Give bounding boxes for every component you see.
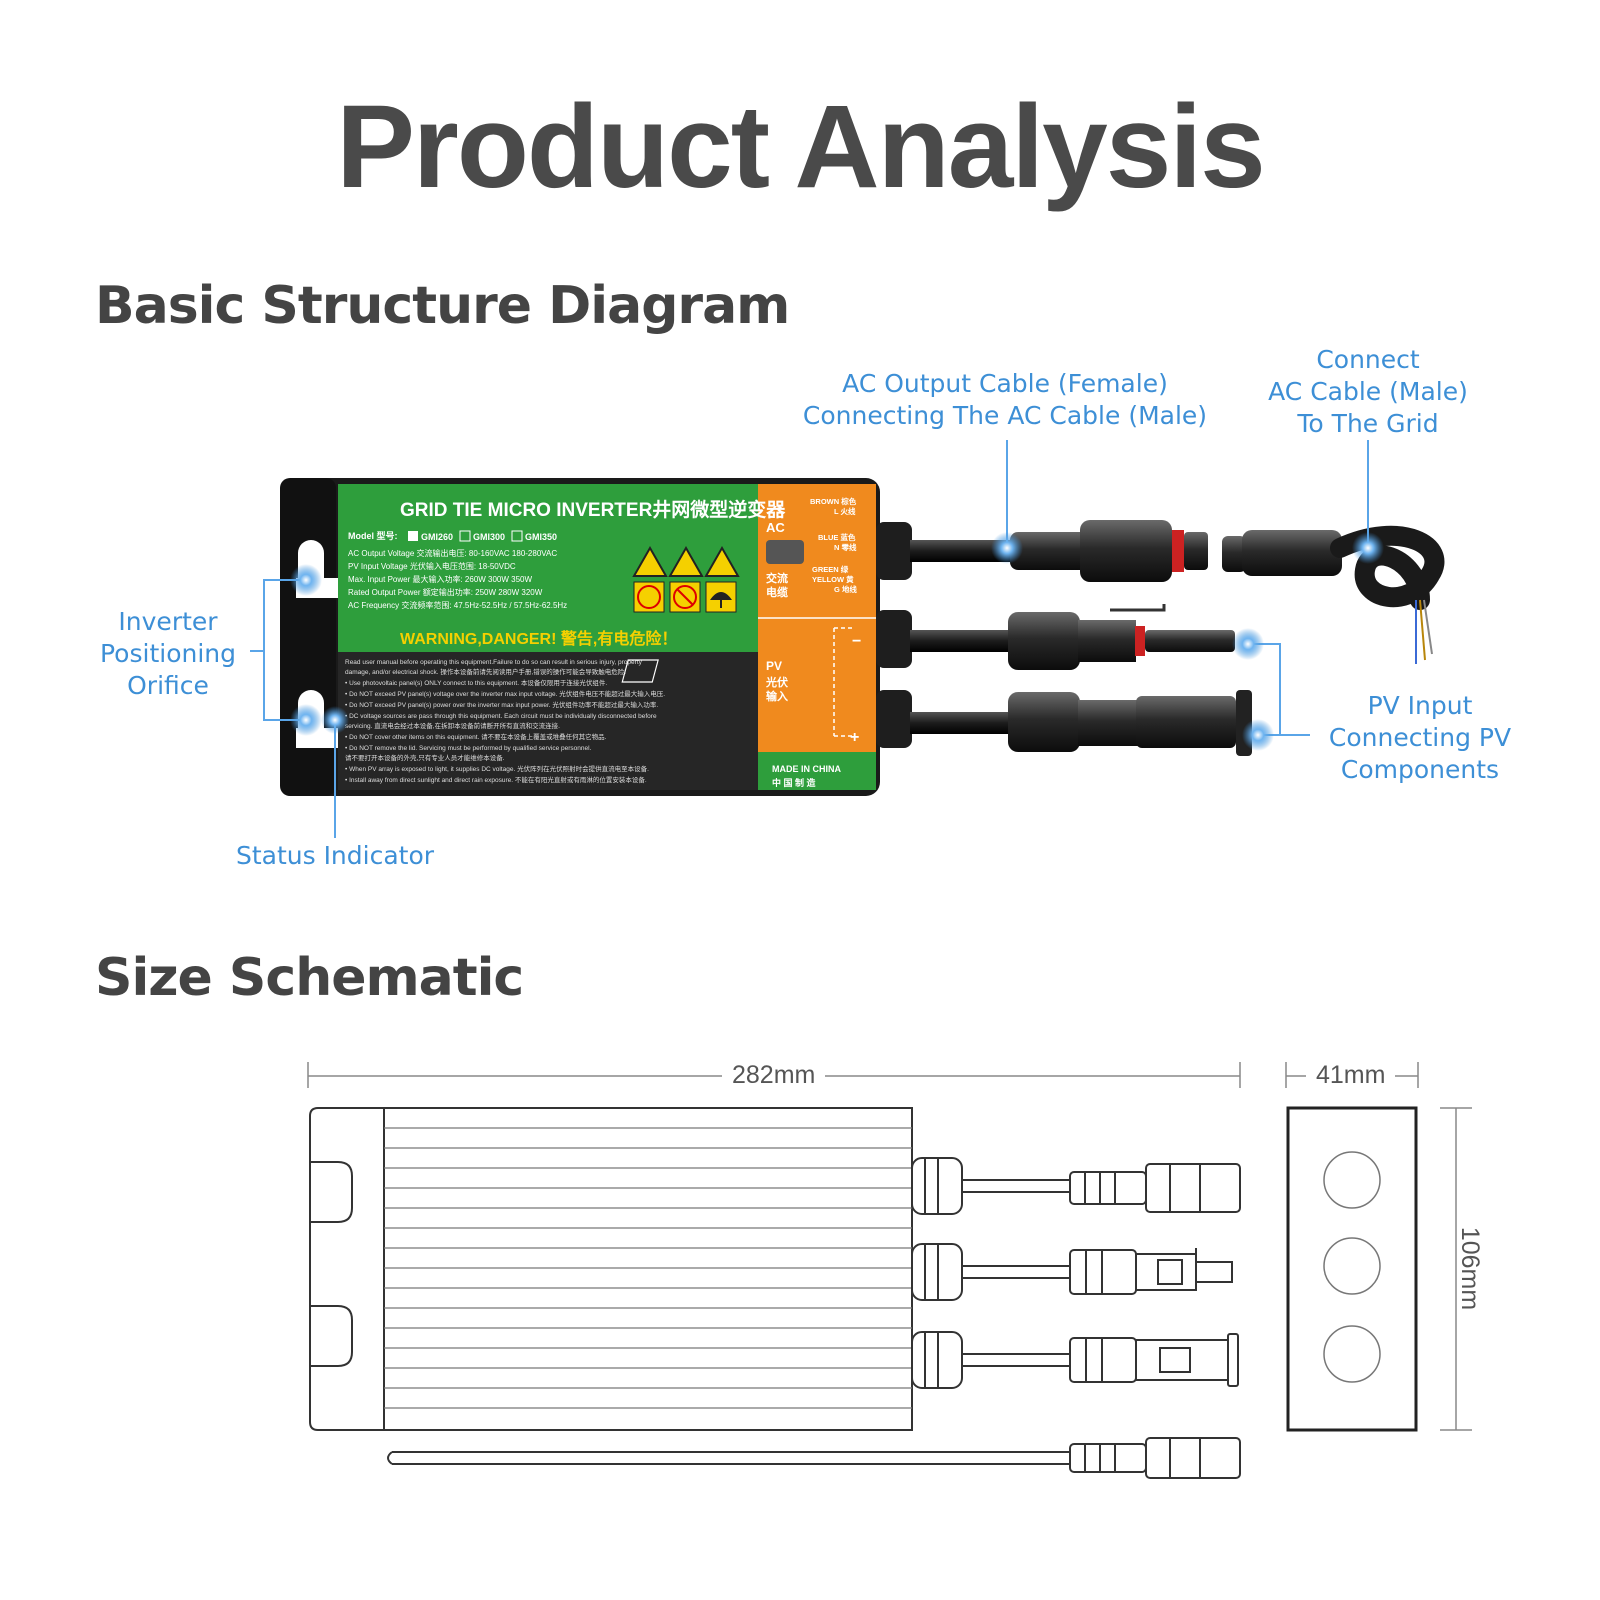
callout-line: Inverter	[118, 607, 218, 636]
spec-line: AC Frequency 交流频率范围: 47.5Hz-52.5Hz / 57.…	[348, 600, 567, 610]
pv-cn-text: 输入	[766, 689, 788, 703]
callout-ac-output: AC Output Cable (Female) Connecting The …	[780, 368, 1230, 432]
warning-line: • Do NOT exceed PV panel(s) voltage over…	[345, 689, 665, 698]
brand-text: GRID TIE MICRO INVERTER井网微型逆变器	[400, 498, 786, 521]
page-title: Product Analysis	[336, 81, 1266, 213]
plus-sign: +	[850, 729, 859, 746]
wire-text: G 地线	[834, 584, 857, 594]
callout-status: Status Indicator	[235, 841, 435, 870]
pv-cn-text: 光伏	[765, 675, 788, 689]
spec-line: Rated Output Power 额定输出功率: 250W 280W 320…	[348, 587, 543, 597]
pv-label: PV	[766, 659, 782, 673]
callout-line: Positioning	[100, 639, 236, 668]
wire-text: L 火线	[834, 506, 856, 516]
callout-line: AC Cable (Male)	[1268, 377, 1468, 406]
warning-title: WARNING,DANGER! 警告,有电危险！	[400, 629, 677, 648]
warning-line: • When PV array is exposed to light, it …	[345, 764, 649, 773]
callout-line: Connecting PV	[1328, 723, 1512, 752]
callout-line: AC Output Cable (Female)	[842, 369, 1168, 398]
warning-line: • Do NOT remove the lid. Servicing must …	[345, 745, 592, 752]
made-in-text: MADE IN CHINA	[772, 764, 841, 774]
warning-line: • Do NOT cover other items on this equip…	[345, 732, 607, 741]
spec-line: PV Input Voltage 光伏输入电压范围: 18-50VDC	[348, 561, 516, 571]
model-option: GMI260	[421, 532, 453, 542]
callout-line: To The Grid	[1297, 409, 1439, 438]
dimension-length: 282mm	[722, 1063, 826, 1088]
callout-grid: Connect AC Cable (Male) To The Grid	[1230, 344, 1506, 440]
warning-line: damage, and/or electrical shock. 操作本设备前请…	[345, 667, 626, 676]
warning-line: • Install away from direct sunlight and …	[345, 775, 647, 784]
spec-line: Max. Input Power 最大输入功率: 260W 300W 350W	[348, 574, 533, 584]
callout-positioning: Inverter Positioning Orifice	[88, 606, 248, 702]
warning-line: servicing. 直流电会经过本设备,在拆卸本设备前请断开所有直流和交流连接…	[345, 721, 560, 730]
warning-line: Read user manual before operating this e…	[345, 659, 643, 666]
warning-line: • Do NOT exceed PV panel(s) power over t…	[345, 700, 658, 709]
callout-pv-input: PV Input Connecting PV Components	[1300, 690, 1540, 786]
warning-line: • DC voltage sources are pass through th…	[345, 713, 657, 720]
wire-text: GREEN 绿	[812, 564, 849, 574]
callout-line: PV Input	[1367, 691, 1473, 720]
wire-text: YELLOW 黄	[812, 574, 854, 584]
warning-line: 请不要打开本设备的外壳,只有专业人员才能维修本设备.	[345, 753, 505, 762]
callout-line: Orifice	[127, 671, 209, 700]
dimension-height: 106mm	[1456, 1216, 1484, 1321]
ac-cn-text: 交流	[766, 571, 788, 585]
minus-sign: −	[852, 633, 861, 650]
ac-label: AC	[766, 520, 785, 535]
wire-text: BLUE 蓝色	[818, 532, 856, 542]
wire-text: N 零线	[834, 542, 857, 552]
spec-line: AC Output Voltage 交流输出电压: 80-160VAC 180-…	[348, 548, 557, 558]
ac-cn-text: 电缆	[766, 585, 788, 599]
callout-line: Connecting The AC Cable (Male)	[802, 401, 1208, 430]
model-text: Model 型号:	[348, 530, 398, 541]
callout-line: Components	[1340, 755, 1500, 784]
warning-line: • Use photovoltaic panel(s) ONLY connect…	[345, 678, 607, 687]
dimension-width: 41mm	[1306, 1063, 1396, 1088]
hazard-icons	[632, 545, 740, 613]
model-option: GMI350	[525, 532, 557, 542]
made-in-cn-text: 中 国 制 造	[772, 777, 817, 788]
section-title-structure: Basic Structure Diagram	[95, 276, 790, 336]
callout-line: Connect	[1316, 345, 1420, 374]
section-title-size: Size Schematic	[95, 948, 524, 1008]
model-option: GMI300	[473, 532, 505, 542]
wire-text: BROWN 棕色	[810, 496, 857, 506]
